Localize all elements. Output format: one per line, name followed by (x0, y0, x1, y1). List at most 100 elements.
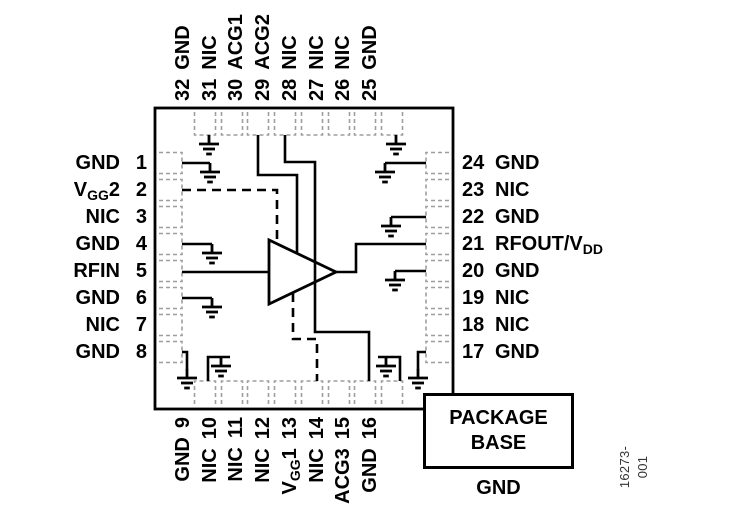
pin-number: 13 (279, 417, 301, 440)
pin-number: 9 (172, 417, 194, 429)
ground-icon (200, 242, 224, 265)
ground-icon (373, 161, 397, 184)
ground-icon (374, 355, 398, 378)
gnd9-trace (206, 355, 230, 381)
gnd17-trace (416, 350, 426, 370)
chip-outline (153, 106, 455, 411)
pin-number: 18 (462, 314, 485, 336)
pin-number: 20 (462, 260, 485, 282)
pin-number: 24 (462, 152, 485, 174)
pin-name: GND (172, 437, 194, 482)
bond-pad (300, 112, 324, 136)
pin-number: 4 (135, 233, 147, 255)
pin-number: 11 (225, 417, 247, 439)
pin-name: GND (495, 152, 540, 174)
pin-name: NIC (332, 35, 354, 70)
ground-icon (197, 133, 221, 156)
bond-pad (159, 205, 183, 229)
pin-name: NIC (306, 448, 328, 483)
pin-name: GND (359, 25, 381, 70)
pin-number: 25 (359, 78, 381, 101)
package-base-line2: BASE (470, 432, 527, 454)
package-base-ground-label: GND (476, 477, 521, 499)
pin-name: GND (495, 260, 540, 282)
bond-pad (425, 313, 449, 337)
bond-pad (220, 112, 244, 136)
bond-pad (159, 259, 183, 283)
pin-name: NIC (495, 314, 530, 336)
bond-pad (353, 112, 377, 136)
pin-name: NIC (225, 447, 247, 482)
bond-pad (353, 380, 377, 404)
pin-name: ACG3 (332, 448, 354, 504)
bond-pad (159, 340, 183, 364)
pin-name: VGG2 (73, 179, 120, 203)
bias-traces (182, 188, 319, 381)
pin-number: 30 (225, 78, 247, 101)
bond-pad (193, 112, 217, 136)
pin-name: NIC (199, 448, 221, 483)
acg1-trace (256, 135, 299, 254)
pin-name: NIC (199, 35, 221, 70)
pin-number: 26 (332, 78, 354, 101)
bond-pad (425, 232, 449, 256)
pin-number: 5 (135, 260, 147, 282)
pin-number: 10 (199, 417, 221, 440)
bond-pad (159, 313, 183, 337)
pin-name: NIC (495, 179, 530, 201)
pin-number: 6 (135, 287, 147, 309)
pin-row-30: 30 ACG1 (225, 1, 247, 101)
pin-number: 16 (359, 417, 381, 440)
pin-row-10: NIC 10 (199, 417, 221, 515)
ground-icon (406, 367, 430, 390)
gnd8-trace (182, 350, 189, 370)
bond-pad (425, 286, 449, 310)
rfout-trace (336, 242, 426, 274)
pin-name: RFIN (73, 260, 120, 282)
ground-icon (175, 367, 199, 390)
bond-pad (159, 232, 183, 256)
bond-pad (380, 380, 404, 404)
pin-number: 27 (306, 78, 328, 101)
pin-number: 7 (135, 314, 147, 336)
pin-row-18: 18 NIC (462, 314, 677, 336)
pin-name: GND (495, 341, 540, 363)
vgg2-trace (182, 188, 279, 244)
pin-number: 2 (135, 179, 147, 201)
bond-pad (273, 380, 297, 404)
pin-name: ACG1 (225, 14, 247, 70)
ground-icon (383, 269, 407, 292)
pin-row-9: GND 9 (172, 417, 194, 515)
bond-pad (159, 178, 183, 202)
bond-pad (425, 178, 449, 202)
pin-number: 19 (462, 287, 485, 309)
package-base-line1: PACKAGE (449, 407, 548, 429)
pin-name: ACG2 (252, 14, 274, 70)
bond-pad (300, 380, 324, 404)
ground-icon (209, 355, 233, 378)
pin-number: 8 (135, 341, 147, 363)
pin-row-2: VGG2 2 (28, 179, 147, 203)
ground-icon (379, 215, 403, 238)
pin-name: GND (172, 25, 194, 70)
pin-name: NIC (85, 206, 120, 228)
pin-name: NIC (279, 35, 301, 70)
bond-pad (425, 205, 449, 229)
ground-icon (384, 133, 408, 156)
pin-number: 1 (135, 152, 147, 174)
